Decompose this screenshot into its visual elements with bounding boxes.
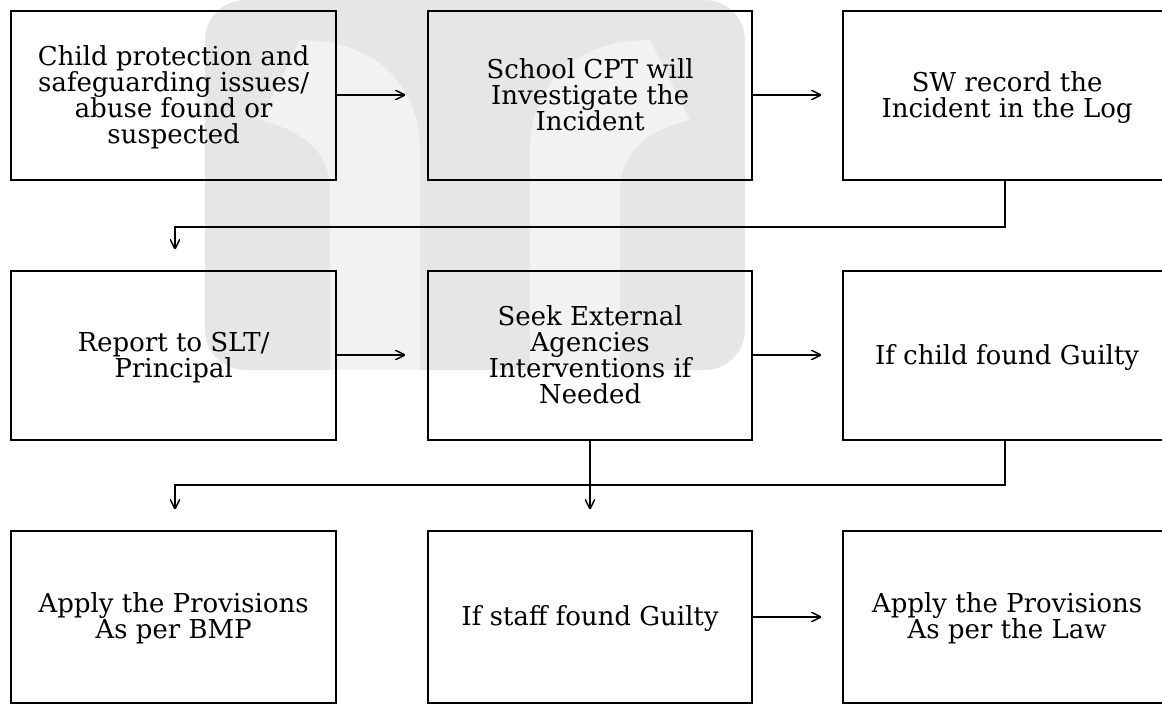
node-label: Child protection and safeguarding issues… — [37, 41, 310, 150]
node-label: Report to SLT/ Principal — [77, 327, 270, 384]
node-label: Seek External Agencies Interventions if … — [488, 301, 692, 410]
node-apply-provisions-bmp: Apply the Provisions As per BMP — [10, 530, 337, 704]
node-label: School CPT will Investigate the Incident — [486, 54, 694, 137]
node-school-cpt-investigate: School CPT will Investigate the Incident — [427, 10, 753, 181]
node-label: If staff found Guilty — [461, 602, 719, 632]
node-child-protection-issues: Child protection and safeguarding issues… — [10, 10, 337, 181]
node-label: If child found Guilty — [875, 340, 1139, 371]
node-sw-record-log: SW record the Incident in the Log — [842, 10, 1162, 181]
node-if-child-guilty: If child found Guilty — [842, 270, 1162, 441]
node-apply-provisions-law: Apply the Provisions As per the Law — [842, 530, 1162, 704]
arrow-sw-to-report — [175, 181, 1006, 249]
node-label: Apply the Provisions As per BMP — [38, 589, 309, 645]
node-report-slt-principal: Report to SLT/ Principal — [10, 270, 337, 441]
node-if-staff-guilty: If staff found Guilty — [427, 530, 753, 704]
node-label: SW record the Incident in the Log — [881, 67, 1133, 124]
node-seek-external-agencies: Seek External Agencies Interventions if … — [427, 270, 753, 441]
node-label: Apply the Provisions As per the Law — [871, 589, 1143, 645]
